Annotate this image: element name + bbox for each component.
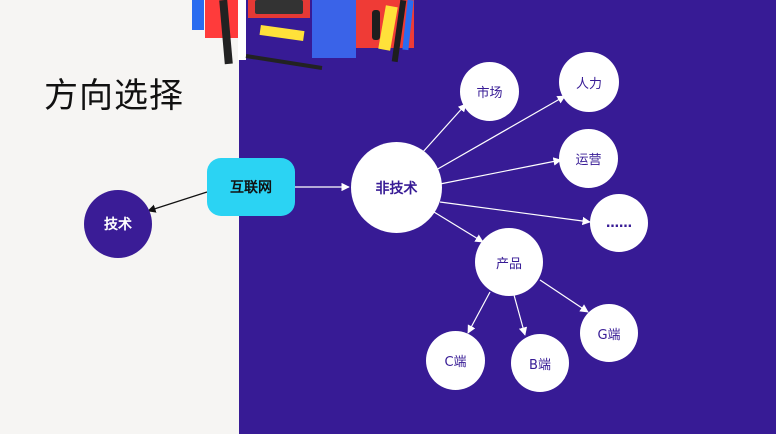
edge-nontech-more [439,201,591,226]
edge-product-b [513,294,528,336]
node-tech: 技术 [84,190,152,258]
node-non-tech: 非技术 [351,142,442,233]
node-hr: 人力 [559,52,619,112]
edge-nontech-operations [439,157,562,185]
edge-product-g [539,279,589,313]
node-market: 市场 [460,62,519,121]
stationery-decoration [192,0,414,70]
edge-nontech-product [433,211,484,243]
node-b-end: B端 [511,334,569,392]
edge-product-c [467,291,491,334]
slide-title: 方向选择 [44,76,184,116]
node-more: …… [590,194,648,252]
edge-nontech-hr [435,95,566,171]
node-operations: 运营 [559,129,618,188]
node-product: 产品 [475,228,543,296]
node-g-end: G端 [580,304,638,362]
hub-node-internet: 互联网 [207,158,295,216]
node-c-end: C端 [426,331,485,390]
edge-nontech-market [421,103,467,154]
edge-hub-tech [147,191,208,213]
